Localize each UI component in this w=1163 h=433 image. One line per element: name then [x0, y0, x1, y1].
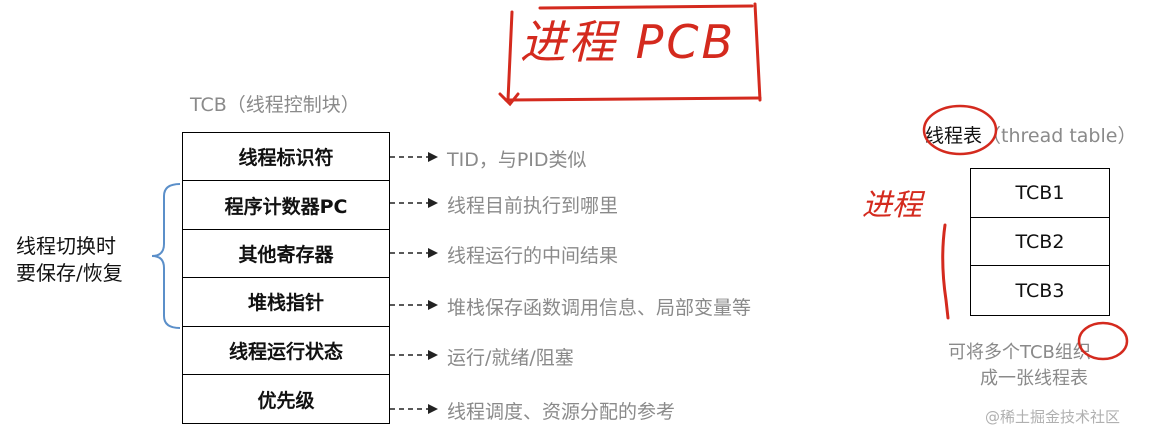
thread-table-row-tcb2: TCB2 [971, 218, 1109, 267]
thread-table-row-tcb1: TCB1 [971, 169, 1109, 218]
watermark: @稀土掘金技术社区 [985, 408, 1121, 426]
tcb-row-stack-pointer: 堆栈指针 [183, 278, 389, 327]
tcb-title: TCB（线程控制块） [190, 94, 360, 116]
context-switch-label: 线程切换时 要保存/恢复 [16, 233, 123, 287]
handwritten-stroke [941, 223, 950, 320]
thread-table-row-tcb3: TCB3 [1015, 279, 1065, 302]
handwritten-title: 进程 PCB [520, 15, 737, 69]
desc-thread-state: 运行/就绪/阻塞 [447, 347, 574, 369]
desc-other-registers: 线程运行的中间结果 [447, 245, 619, 267]
desc-priority: 线程调度、资源分配的参考 [447, 401, 676, 423]
handwritten-process-note: 进程 [862, 188, 922, 223]
thread-table-note: 可将多个TCB组织 成一张线程表 [948, 340, 1158, 392]
thread-table-label-circle [922, 104, 998, 156]
tcb-table: 线程标识符 程序计数器PC 其他寄存器 堆栈指针 线程运行状态 优先级 [182, 132, 390, 425]
context-switch-label-line2: 要保存/恢复 [16, 261, 123, 285]
tcb-row-other-registers: 其他寄存器 [183, 230, 389, 279]
tcb-row-program-counter: 程序计数器PC [183, 181, 389, 230]
organize-circle [1077, 321, 1129, 361]
thread-table-label: 线程表（thread table） [925, 121, 1136, 148]
thread-table-label-main: 线程表 [925, 125, 983, 147]
title-box-strokes [498, 2, 762, 107]
context-switch-label-line1: 线程切换时 [16, 234, 116, 258]
thread-table: TCB1 TCB2 TCB3 [970, 168, 1110, 317]
tcb-row-thread-state: 线程运行状态 [183, 327, 389, 375]
context-switch-brace [151, 183, 181, 329]
thread-table-label-en: （thread table） [982, 125, 1137, 147]
tcb-row-priority: 优先级 [257, 389, 315, 412]
thread-table-note-line2: 成一张线程表 [980, 368, 1088, 389]
desc-program-counter: 线程目前执行到哪里 [447, 195, 619, 217]
thread-table-note-line1: 可将多个TCB组织 [948, 342, 1091, 363]
tcb-row-thread-id: 线程标识符 [183, 133, 389, 182]
desc-thread-id: TID，与PID类似 [447, 149, 587, 171]
desc-stack-pointer: 堆栈保存函数调用信息、局部变量等 [447, 297, 752, 319]
